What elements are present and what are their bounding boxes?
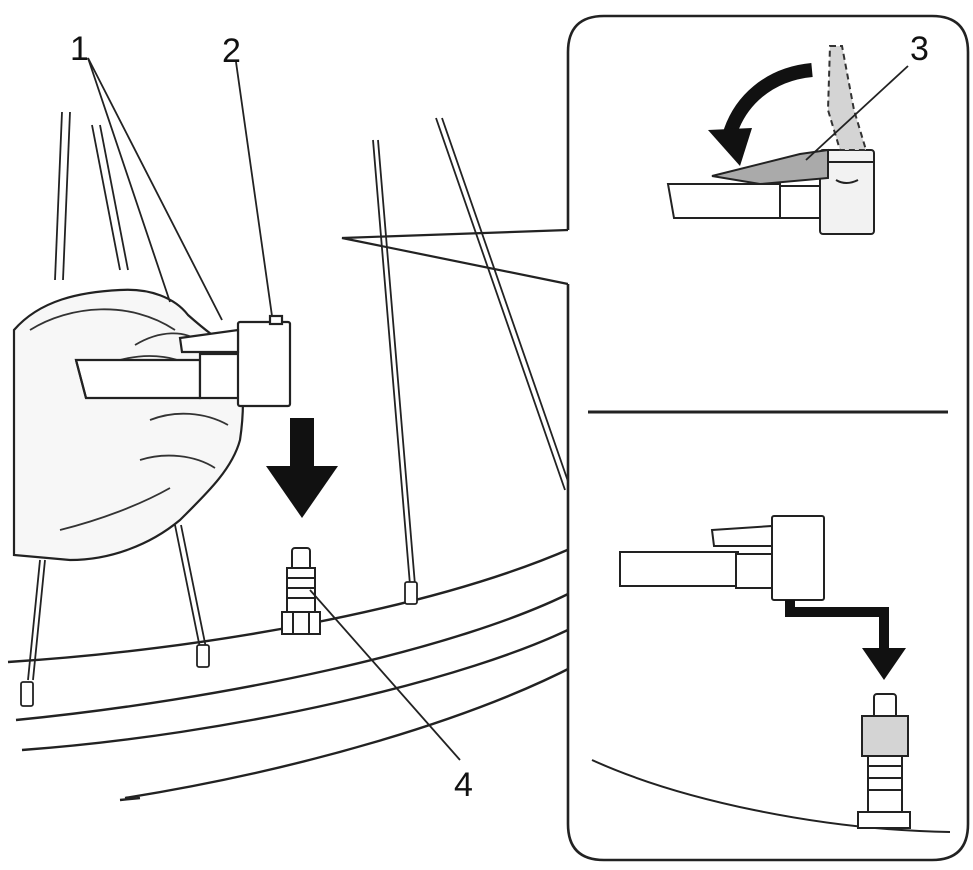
main-scene	[7, 57, 579, 802]
spoke-nipples	[20, 581, 418, 707]
inset-top-lever-detail	[666, 45, 875, 235]
inset-panel	[566, 14, 970, 862]
wheel-spokes	[27, 111, 572, 681]
callout-1: 1	[70, 30, 89, 68]
callout-4: 4	[454, 766, 473, 804]
valve-stem	[281, 547, 321, 635]
leader-3	[805, 65, 909, 161]
callout-3: 3	[910, 30, 929, 68]
inset-bottom-valve-detail	[591, 515, 951, 833]
down-arrow	[266, 418, 338, 518]
callout-2: 2	[222, 32, 241, 70]
pump-connector	[74, 314, 292, 408]
hand	[12, 288, 244, 562]
inset-pointer	[341, 228, 569, 286]
leader-lines	[87, 57, 461, 761]
